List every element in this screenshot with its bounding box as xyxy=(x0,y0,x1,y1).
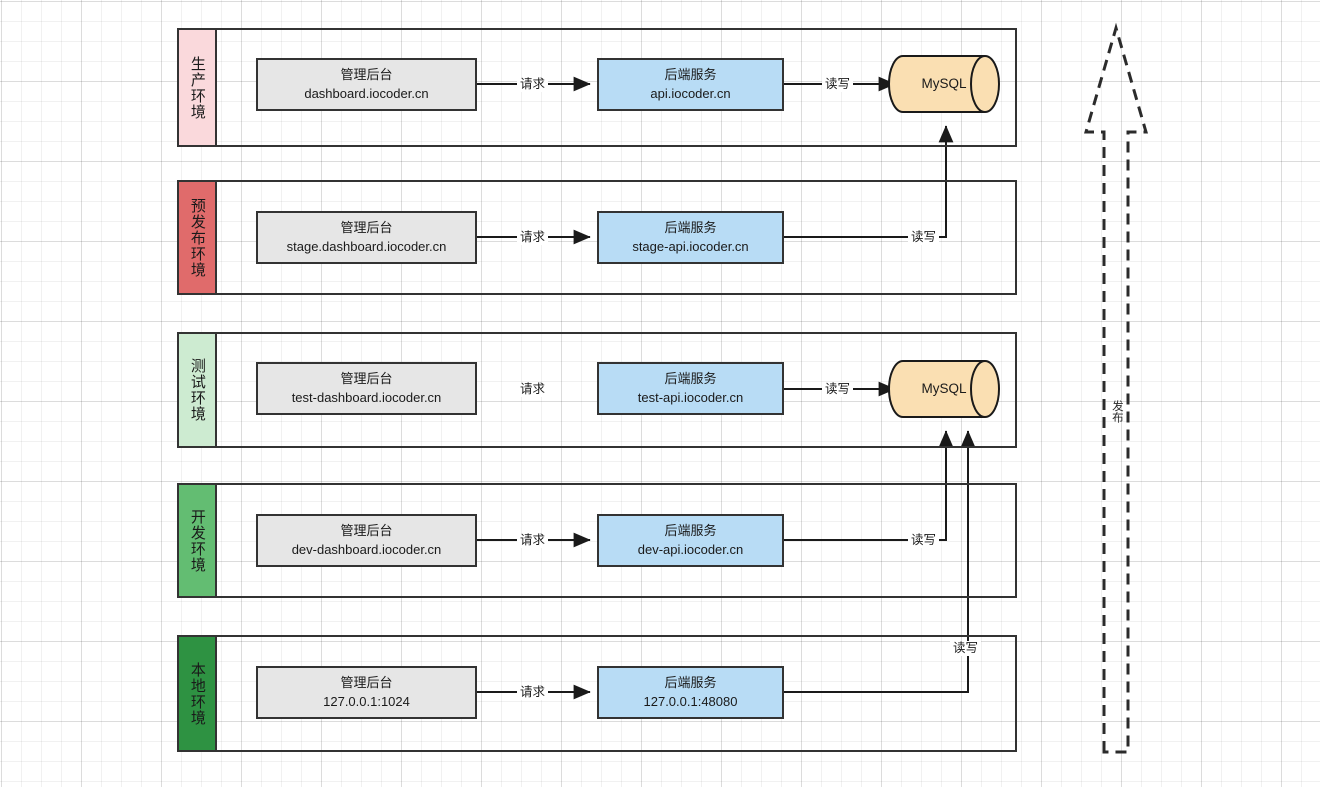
edge-label-request-dev: 请求 xyxy=(517,533,549,548)
env-label-prod: 生产环境 xyxy=(177,28,217,147)
env-label-test: 测试环境 xyxy=(177,332,217,448)
node-admin-test[interactable]: 管理后台 test-dashboard.iocoder.cn xyxy=(256,362,477,415)
publish-block-arrow xyxy=(1084,22,1148,754)
node-title: 后端服务 xyxy=(664,219,717,235)
node-host: dashboard.iocoder.cn xyxy=(304,85,429,101)
edge-label-readwrite-dev: 读写 xyxy=(908,533,940,548)
node-host: test-api.iocoder.cn xyxy=(637,389,744,405)
node-title: 后端服务 xyxy=(664,370,717,386)
env-label-dev: 开发环境 xyxy=(177,483,217,598)
edge-label-request-test: 请求 xyxy=(517,382,549,397)
node-host: dev-api.iocoder.cn xyxy=(637,541,744,557)
node-host: 127.0.0.1:48080 xyxy=(643,693,738,709)
node-host: 127.0.0.1:1024 xyxy=(323,693,410,709)
node-title: 管理后台 xyxy=(340,66,393,82)
publish-arrow-label: 发布 xyxy=(1110,400,1123,423)
edge-label-request-stage: 请求 xyxy=(517,230,549,245)
node-api-prod[interactable]: 后端服务 api.iocoder.cn xyxy=(597,58,784,111)
node-host: dev-dashboard.iocoder.cn xyxy=(291,541,442,557)
node-title: 管理后台 xyxy=(340,522,393,538)
env-label-stage: 预发布环境 xyxy=(177,180,217,295)
edge-label-request-prod: 请求 xyxy=(517,77,549,92)
db-label-test: MySQL xyxy=(921,381,967,396)
node-api-stage[interactable]: 后端服务 stage-api.iocoder.cn xyxy=(597,211,784,264)
node-api-local[interactable]: 后端服务 127.0.0.1:48080 xyxy=(597,666,784,719)
node-title: 管理后台 xyxy=(340,674,393,690)
node-api-test[interactable]: 后端服务 test-api.iocoder.cn xyxy=(597,362,784,415)
edge-label-request-local: 请求 xyxy=(517,685,549,700)
db-label-prod: MySQL xyxy=(921,76,967,91)
node-admin-stage[interactable]: 管理后台 stage.dashboard.iocoder.cn xyxy=(256,211,477,264)
edge-label-readwrite-local: 读写 xyxy=(950,641,982,656)
edge-label-readwrite-stage: 读写 xyxy=(908,230,940,245)
node-api-dev[interactable]: 后端服务 dev-api.iocoder.cn xyxy=(597,514,784,567)
node-title: 后端服务 xyxy=(664,674,717,690)
edge-label-readwrite-test: 读写 xyxy=(822,382,854,397)
node-admin-dev[interactable]: 管理后台 dev-dashboard.iocoder.cn xyxy=(256,514,477,567)
node-title: 后端服务 xyxy=(664,522,717,538)
edge-label-readwrite-prod: 读写 xyxy=(822,77,854,92)
node-host: stage.dashboard.iocoder.cn xyxy=(286,238,447,254)
node-admin-local[interactable]: 管理后台 127.0.0.1:1024 xyxy=(256,666,477,719)
node-host: api.iocoder.cn xyxy=(650,85,731,101)
node-admin-prod[interactable]: 管理后台 dashboard.iocoder.cn xyxy=(256,58,477,111)
node-host: stage-api.iocoder.cn xyxy=(632,238,749,254)
node-host: test-dashboard.iocoder.cn xyxy=(291,389,442,405)
env-label-local: 本地环境 xyxy=(177,635,217,752)
node-title: 管理后台 xyxy=(340,219,393,235)
node-title: 后端服务 xyxy=(664,66,717,82)
node-title: 管理后台 xyxy=(340,370,393,386)
